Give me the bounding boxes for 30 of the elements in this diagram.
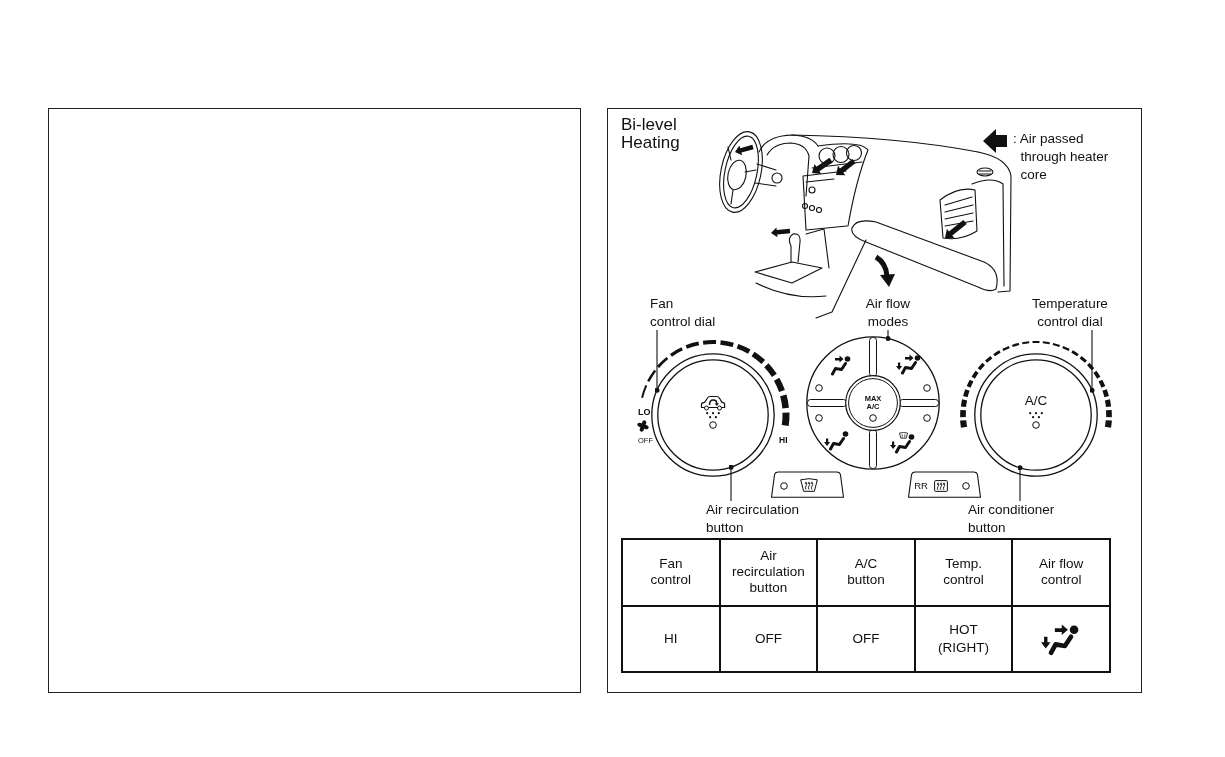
dial-center-button: A/C bbox=[980, 359, 1092, 471]
temperature-dial bbox=[974, 353, 1098, 477]
leader-line bbox=[1017, 465, 1023, 502]
table-header-cell: Temp. control bbox=[915, 540, 1012, 605]
table-header-cell: Fan control bbox=[623, 540, 719, 605]
table-header-cell: Air recirculation button bbox=[720, 540, 817, 605]
callout-label: Air recirculation button bbox=[706, 501, 814, 536]
table-header-cell: A/C button bbox=[818, 540, 914, 605]
fan-dial bbox=[651, 353, 775, 477]
table-cell: HOT (RIGHT) bbox=[915, 606, 1012, 671]
dial-scale-label: LO bbox=[638, 408, 651, 417]
leader-line bbox=[654, 329, 660, 393]
callout-label: Temperature control dial bbox=[1029, 295, 1111, 330]
dial-center-button bbox=[657, 359, 769, 471]
table-header-cell: Air flow control bbox=[1013, 540, 1109, 605]
dial-scale-label: HI bbox=[779, 436, 788, 445]
defroster-button bbox=[769, 471, 846, 498]
table-cell: HI bbox=[623, 606, 719, 671]
callout-label: Air flow modes bbox=[862, 295, 914, 330]
callout-label: Air conditioner button bbox=[968, 501, 1060, 536]
rear-defroster-button: RR bbox=[906, 471, 983, 498]
table-cell: OFF bbox=[818, 606, 914, 671]
table-cell: OFF bbox=[720, 606, 817, 671]
legend-text: : Air passed through heater core bbox=[1013, 130, 1110, 184]
leader-line bbox=[885, 329, 891, 341]
leader-line bbox=[1089, 329, 1095, 393]
diagram-title: Bi-level Heating bbox=[621, 116, 681, 152]
mode-selector-dial bbox=[806, 336, 940, 470]
leader-line bbox=[728, 464, 734, 502]
callout-label: Fan control dial bbox=[650, 295, 717, 330]
